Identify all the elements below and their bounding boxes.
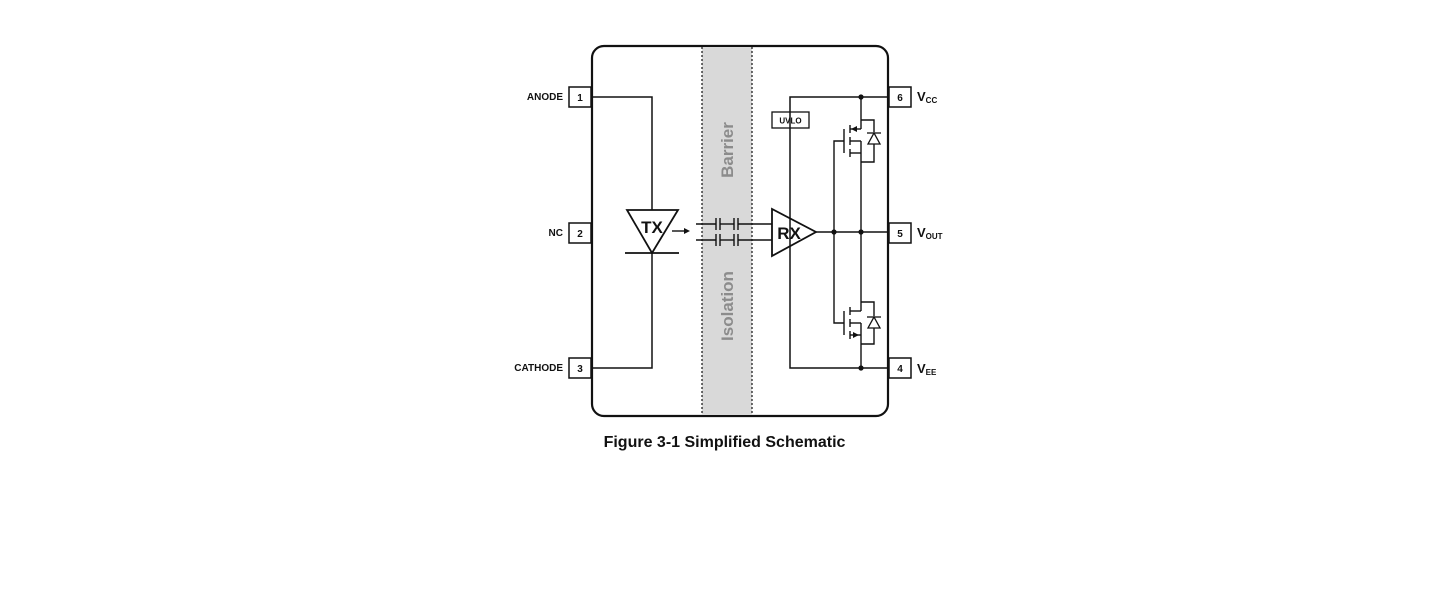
pin-4-label-main: V	[917, 361, 926, 376]
pin-5-label-sub: OUT	[926, 232, 943, 241]
pin-2: 2 NC	[549, 222, 592, 244]
pin-4-number: 4	[897, 364, 903, 375]
pin-5-label: VOUT	[917, 225, 943, 241]
pin-4-label-sub: EE	[926, 368, 937, 377]
pin-1-label: ANODE	[527, 92, 563, 103]
tx-led-triangle	[625, 209, 680, 255]
output-stage	[833, 97, 875, 368]
output-diodes	[866, 131, 882, 329]
pin-5: 5 VOUT	[888, 222, 943, 244]
pin-5-label-main: V	[917, 225, 926, 240]
pin-4-label: VEE	[917, 361, 937, 377]
barrier-label: Barrier	[718, 122, 737, 178]
pin-2-label: NC	[549, 228, 563, 239]
isolation-capacitors	[696, 218, 772, 246]
pin-1-number: 1	[577, 93, 583, 104]
tx-label: TX	[641, 218, 663, 237]
tx-wiring	[591, 96, 653, 369]
tx-emission-arrowhead	[684, 228, 690, 234]
isolation-barrier	[702, 47, 752, 415]
rx-triangle	[771, 207, 818, 258]
pin-6-label-sub: CC	[926, 96, 938, 105]
rx-amplifier: RX	[771, 207, 818, 258]
pin-5-box	[888, 222, 912, 244]
pin-6-label-main: V	[917, 89, 926, 104]
power-rails	[789, 96, 889, 369]
isolation-label: Isolation	[718, 271, 737, 341]
pin-5-number: 5	[897, 229, 903, 240]
pin-6-number: 6	[897, 93, 903, 104]
pin-3-number: 3	[577, 364, 583, 375]
pin-6: 6 VCC	[888, 86, 937, 108]
pin-3-label: CATHODE	[514, 363, 563, 374]
tx-led: TX	[625, 209, 690, 255]
pin-4: 4 VEE	[888, 357, 937, 379]
figure-caption: Figure 3-1 Simplified Schematic	[603, 434, 846, 451]
pin-2-number: 2	[577, 229, 583, 240]
pin-1: 1 ANODE	[527, 86, 592, 108]
pin-2-box	[568, 222, 592, 244]
mosfet-arrows	[851, 126, 859, 338]
package-outline	[590, 44, 890, 418]
junction-dots	[831, 94, 864, 371]
pin-6-label: VCC	[917, 89, 937, 105]
pin-3: 3 CATHODE	[514, 357, 592, 379]
